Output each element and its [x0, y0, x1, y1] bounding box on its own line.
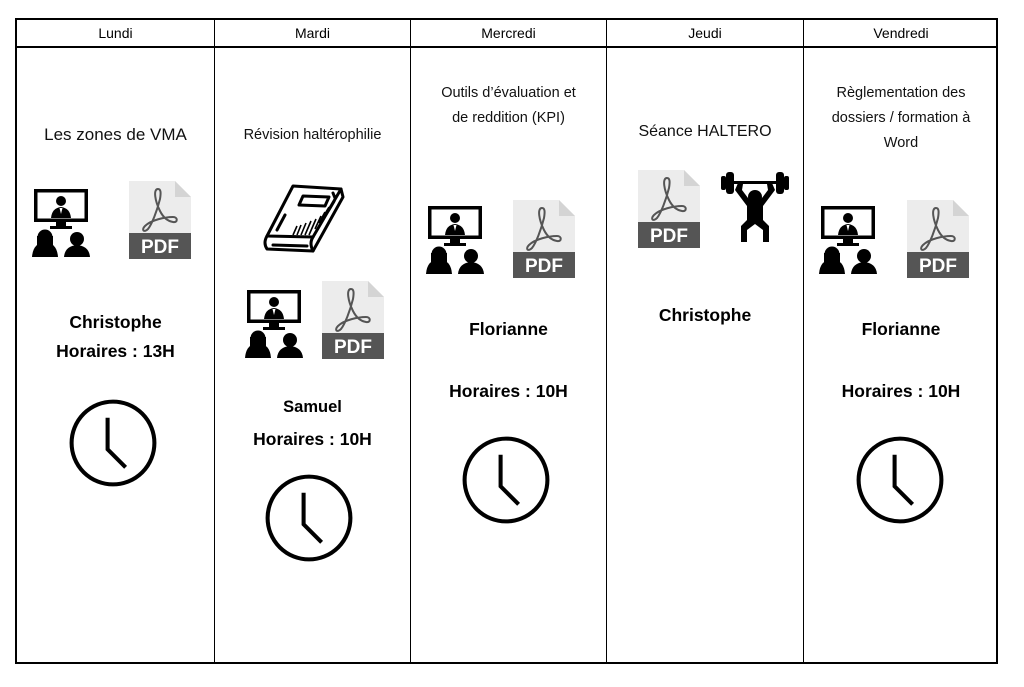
video-conference-icon [818, 204, 878, 274]
pdf-file-icon[interactable] [322, 281, 384, 359]
day-header: Lundi [17, 20, 214, 48]
session-title: Les zones de VMA [44, 125, 187, 144]
day-header: Vendredi [804, 20, 998, 48]
trainer-name: Florianne [861, 319, 941, 339]
session-hours: Horaires : 10H [449, 381, 568, 401]
clock-icon [68, 398, 158, 488]
trainer-name: Samuel [283, 398, 342, 416]
session-title-line-1: Règlementation des [836, 85, 966, 101]
session-title: Révision haltérophilie [243, 127, 382, 143]
pdf-file-icon[interactable] [129, 181, 191, 259]
clock-icon [855, 435, 945, 525]
day-header: Mardi [215, 20, 410, 48]
session-hours: Horaires : 10H [253, 429, 372, 449]
pdf-file-icon[interactable] [638, 170, 700, 248]
clock-icon [461, 435, 551, 525]
day-column-jeudi: Jeudi Séance HALTERO Christophe [607, 20, 804, 662]
book-icon [263, 183, 345, 253]
video-conference-icon [31, 187, 91, 257]
session-title-line-1: Outils d’évaluation et [441, 85, 576, 101]
weekly-schedule-table: Lundi Les zones de VMA Christophe Horair… [15, 18, 998, 664]
pdf-file-icon[interactable] [513, 200, 575, 278]
day-header: Mercredi [411, 20, 606, 48]
pdf-file-icon[interactable] [907, 200, 969, 278]
weightlifter-icon [721, 170, 789, 242]
day-column-mercredi: Mercredi Outils d’évaluation et de reddi… [411, 20, 607, 662]
session-title-line-2: dossiers / formation à [831, 110, 971, 126]
session-title-line-2: de reddition (KPI) [452, 110, 565, 126]
day-column-mardi: Mardi Révision haltérophilie Samuel Hora… [215, 20, 411, 662]
video-conference-icon [425, 204, 485, 274]
trainer-name: Florianne [469, 319, 548, 339]
day-column-vendredi: Vendredi Règlementation des dossiers / f… [804, 20, 998, 662]
day-column-lundi: Lundi Les zones de VMA Christophe Horair… [17, 20, 215, 662]
session-title-line-3: Word [883, 135, 919, 151]
session-hours: Horaires : 10H [841, 381, 961, 401]
trainer-name: Christophe [658, 305, 752, 325]
session-hours: Horaires : 13H [56, 341, 175, 361]
video-conference-icon [244, 288, 304, 358]
trainer-name: Christophe [69, 312, 162, 332]
clock-icon [264, 473, 354, 563]
session-title: Séance HALTERO [638, 123, 772, 140]
day-header: Jeudi [607, 20, 803, 48]
